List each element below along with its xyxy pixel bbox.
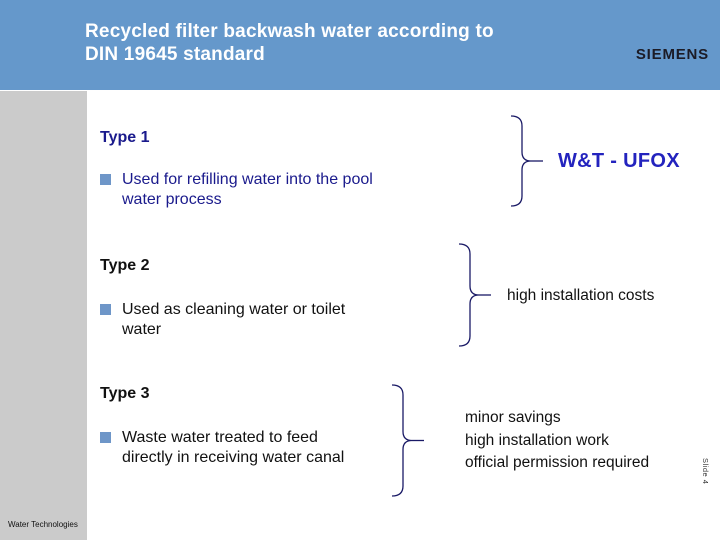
right-curly-brace-icon (458, 243, 492, 352)
section-heading-type3: Type 3 (100, 385, 150, 402)
slide-title-line2: DIN 19645 standard (85, 44, 265, 65)
bullet-type1-line1: Used for refilling water into the pool (122, 171, 373, 188)
slide-title-line1: Recycled filter backwash water according… (85, 21, 494, 42)
sidebar-panel (0, 91, 87, 540)
annotation-type3-line1: minor savings (465, 409, 561, 426)
annotation-type3-line3: official permission required (465, 454, 650, 471)
slide-number-label: Slide 4 (701, 458, 710, 485)
section-heading-type1: Type 1 (100, 129, 150, 146)
annotation-type3: minor savings high installation work off… (465, 407, 649, 475)
section-heading-type2: Type 2 (100, 257, 150, 274)
annotation-type2: high installation costs (507, 287, 655, 304)
bullet-type2-line2: water (122, 321, 162, 338)
right-curly-brace-icon (391, 384, 425, 502)
right-curly-brace-icon (510, 115, 544, 212)
siemens-logo: SIEMENS (635, 46, 709, 63)
bullet-square-icon (100, 174, 111, 185)
slide-title: Recycled filter backwash water according… (85, 20, 494, 66)
bullet-text-type3: Waste water treated to feed directly in … (122, 428, 344, 468)
bullet-type3-line1: Waste water treated to feed (122, 429, 318, 446)
bullet-square-icon (100, 304, 111, 315)
bullet-text-type1: Used for refilling water into the pool w… (122, 170, 373, 210)
bullet-type3-line2: directly in receiving water canal (122, 449, 345, 466)
bullet-square-icon (100, 432, 111, 443)
footer-left-label: Water Technologies (8, 520, 78, 529)
bullet-text-type2: Used as cleaning water or toilet water (122, 300, 345, 340)
annotation-type3-line2: high installation work (465, 431, 609, 449)
bullet-type2-line1: Used as cleaning water or toilet (122, 301, 346, 318)
annotation-ufox: W&T - UFOX (558, 150, 680, 172)
bullet-type1-line2: water process (122, 191, 222, 208)
header-bar: Recycled filter backwash water according… (0, 0, 720, 90)
